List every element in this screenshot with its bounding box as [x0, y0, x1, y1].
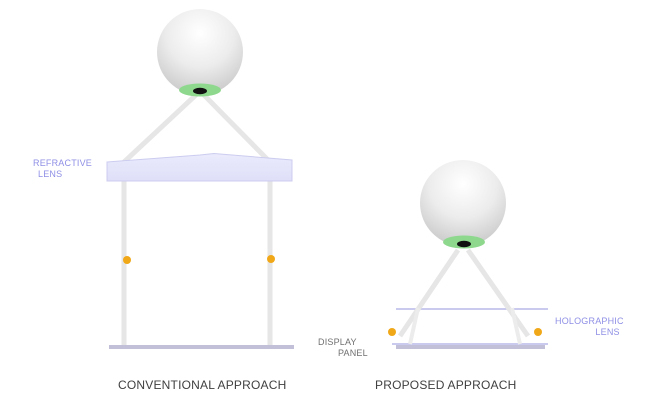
- eye-proposed: [420, 160, 506, 246]
- refractive-lens-label-line1: REFRACTIVE: [33, 158, 93, 168]
- focus-point-left-proposed: [388, 328, 396, 336]
- display-panel-label-line1: DISPLAY: [318, 337, 357, 347]
- ray-left-inner: [408, 307, 420, 345]
- holographic-lens-label: HOLOGRAPHIC LENS: [555, 316, 624, 338]
- ray-left-converging: [122, 91, 200, 164]
- focus-point-left: [123, 256, 131, 264]
- holographic-lens-label-line1: HOLOGRAPHIC: [555, 316, 624, 326]
- display-panel-proposed: [396, 345, 545, 349]
- display-panel-label-line2: PANEL: [338, 348, 368, 358]
- ray-left-outer: [397, 248, 461, 338]
- ray-right-inner: [510, 307, 522, 345]
- caption-proposed: PROPOSED APPROACH: [375, 378, 517, 392]
- eye-conventional: [157, 9, 243, 95]
- caption-conventional: CONVENTIONAL APPROACH: [118, 378, 287, 392]
- pupil-proposed: [457, 240, 471, 248]
- refractive-lens-label: REFRACTIVE LENS: [33, 158, 92, 180]
- ray-right-outer: [465, 248, 531, 338]
- pupil-conventional: [193, 87, 207, 95]
- conventional-setup: [106, 9, 294, 349]
- display-panel-conventional: [109, 345, 294, 349]
- refractive-lens: [106, 152, 293, 182]
- refractive-lens-label-line2: LENS: [38, 169, 63, 179]
- ray-right-converging: [200, 91, 272, 164]
- focus-point-right-proposed: [534, 328, 542, 336]
- proposed-setup: [388, 160, 548, 349]
- holographic-lens-label-line2: LENS: [595, 327, 620, 337]
- display-panel-label: DISPLAY PANEL: [318, 337, 368, 359]
- focus-point-right: [267, 255, 275, 263]
